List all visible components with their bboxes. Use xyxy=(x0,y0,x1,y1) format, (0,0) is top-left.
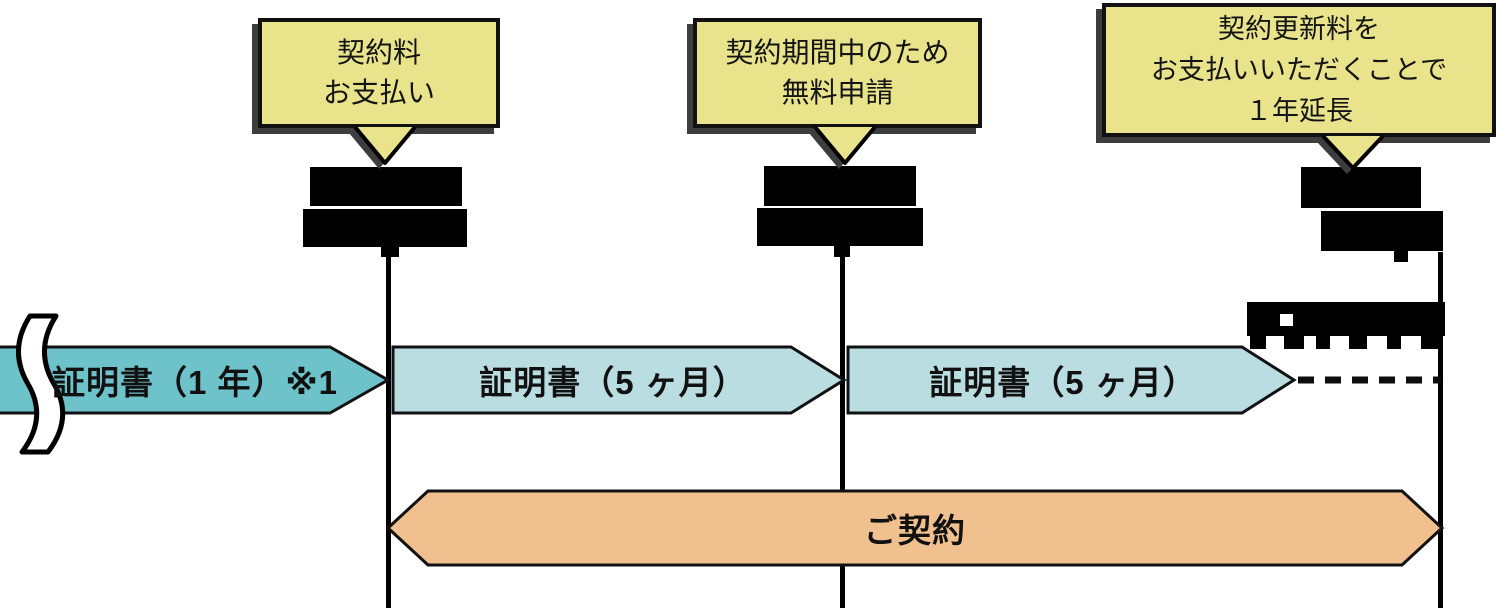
callout-free-application-line-2: 無料申請 xyxy=(781,77,894,108)
contract-bar xyxy=(385,489,1445,567)
callout-renewal-fee-line-3: １年延長 xyxy=(1245,95,1353,126)
cert-5mo-label-1: 証明書（5 ヶ月） xyxy=(479,364,747,401)
callout-free-application-line-1: 契約期間中のため xyxy=(725,37,950,68)
callout-tail-icon-2 xyxy=(809,125,877,169)
callout-renewal-fee-line-2: お支払いいただくことで xyxy=(1150,54,1448,85)
callout-renewal-fee: 契約更新料を お支払いいただくことで １年延長 xyxy=(1102,3,1496,137)
callout-tail-icon-1 xyxy=(349,125,417,169)
redacted-date-label-3 xyxy=(1301,167,1443,262)
timeline-rule-3 xyxy=(1438,252,1443,608)
timeline-rule-2 xyxy=(840,246,845,608)
redacted-date-label-2 xyxy=(757,166,923,257)
timeline-rule-1 xyxy=(386,240,391,608)
cert-5mo-arrow-2 xyxy=(846,345,1297,415)
cert-5mo-label-2: 証明書（5 ヶ月） xyxy=(929,364,1197,401)
callout-payment-line-1: 契約料 xyxy=(336,37,421,68)
cert-5mo-arrow-1 xyxy=(391,345,847,415)
callout-tail-icon-3 xyxy=(1317,134,1385,174)
callout-payment: 契約料 お支払い xyxy=(258,18,500,128)
callout-payment-line-2: お支払い xyxy=(322,77,435,108)
callout-free-application: 契約期間中のため 無料申請 xyxy=(693,18,982,128)
cert-year-label: 証明書（1 年）※1 xyxy=(52,364,338,401)
redacted-extension-label xyxy=(1247,302,1445,349)
cert-year-arrow xyxy=(0,345,392,415)
page-break-icon xyxy=(16,313,66,455)
redacted-date-label-1 xyxy=(303,167,467,257)
contract-label: ご契約 xyxy=(864,512,966,549)
callout-renewal-fee-line-1: 契約更新料を xyxy=(1218,13,1380,44)
